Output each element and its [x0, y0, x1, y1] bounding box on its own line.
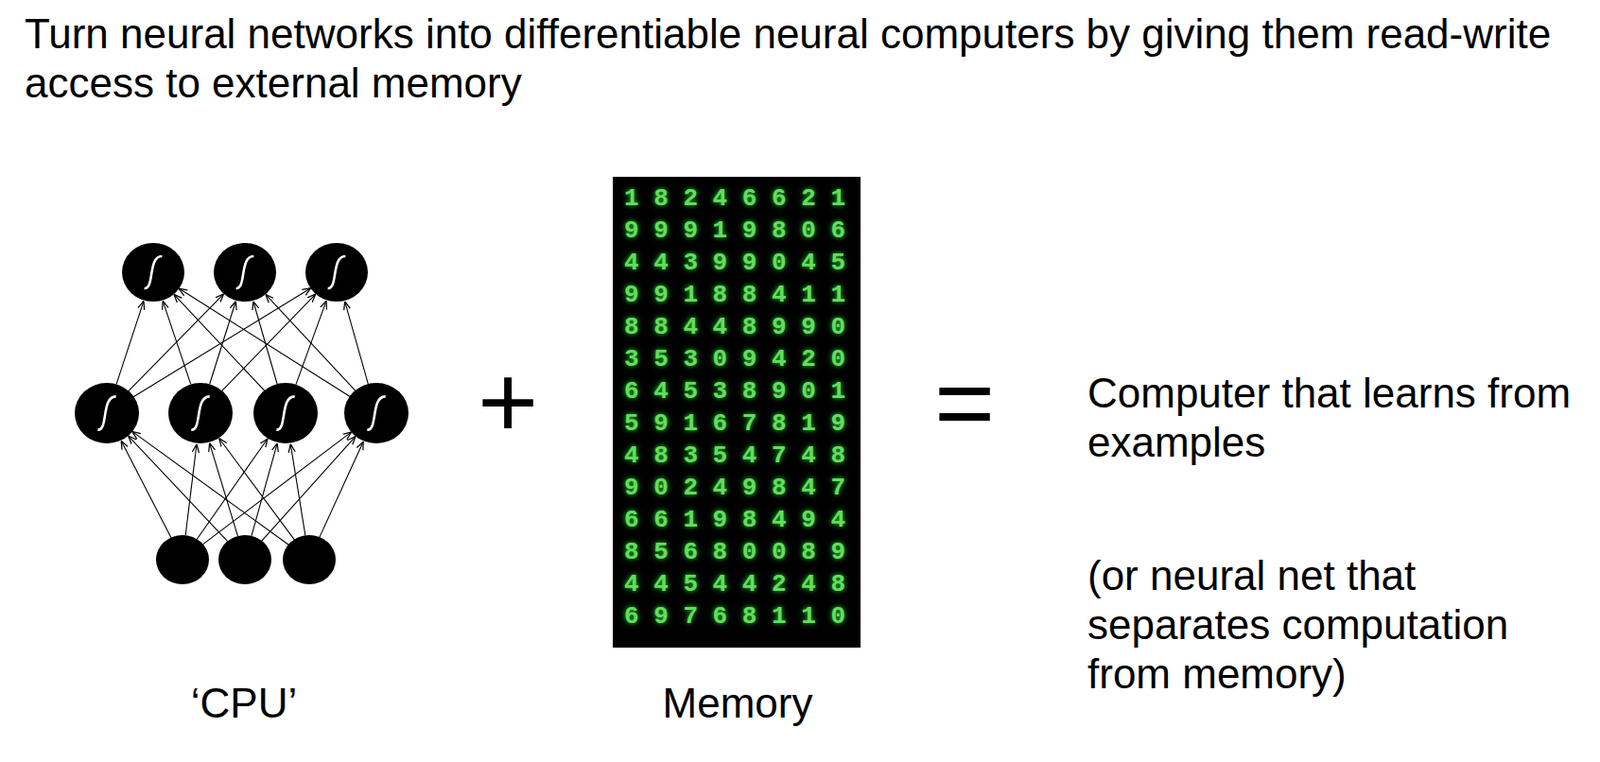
weight-arrow: [345, 301, 369, 384]
memory-cells: 9 9 9 1 9 8 0 6: [624, 214, 850, 247]
equals-sign: =: [934, 349, 995, 454]
weight-arrow: [221, 294, 316, 392]
weight-arrow: [178, 288, 351, 398]
neuron: [74, 382, 140, 444]
weight-arrow: [132, 288, 311, 399]
sigmoid-symbol: [144, 256, 163, 289]
weight-arrow: [173, 294, 265, 391]
weight-arrow: [219, 438, 296, 541]
weight-arrow: [209, 301, 237, 385]
weight-arrow: [128, 435, 229, 542]
weight-arrow: [127, 294, 224, 392]
weight-arrow: [116, 300, 144, 384]
weight-arrow: [202, 432, 352, 545]
memory-cells: 5 9 1 6 7 8 1 9: [624, 407, 850, 440]
memory-cells: 9 9 1 8 8 4 1 1: [624, 278, 850, 312]
note-text: (or neural net that separates computatio…: [1087, 551, 1580, 699]
memory-cells: 4 8 3 5 4 7 4 8: [624, 439, 850, 472]
neuron: [213, 243, 277, 302]
sigmoid-symbol: [328, 256, 347, 289]
memory-cells: 8 8 4 4 8 9 9 0: [624, 311, 850, 344]
memory-cells: 6 4 5 3 8 9 0 1: [624, 375, 850, 408]
memory-cells: 6 6 1 9 8 4 9 4: [624, 504, 850, 537]
neuron: [156, 535, 209, 585]
result-text: Computer that learns from examples: [1087, 368, 1580, 468]
neuron: [344, 382, 409, 444]
memory-cells: 3 5 3 0 9 4 2 0: [624, 343, 850, 376]
weight-arrow: [319, 441, 364, 538]
neuron: [282, 535, 336, 585]
component-label: ‘CPU’: [191, 678, 297, 729]
sigmoid-symbol: [366, 396, 385, 430]
plus-sign: +: [477, 349, 539, 454]
sigmoid-symbol: [236, 256, 255, 289]
neuron: [121, 243, 185, 302]
neuron: [253, 382, 318, 444]
sigmoid-symbol: [97, 396, 116, 430]
memory-cells: 8 5 6 8 0 0 8 9: [624, 536, 850, 569]
memory-cells: 4 4 5 4 4 2 4 8: [624, 568, 850, 601]
neuron: [168, 382, 233, 444]
neuron: [305, 243, 368, 302]
weight-arrow: [251, 443, 278, 537]
memory-cells: 6 9 7 6 8 1 1 0: [624, 600, 850, 633]
title: Turn neural networks into differentiable…: [24, 9, 1585, 108]
weight-arrow: [185, 444, 197, 536]
memory-cells: 9 0 2 4 9 8 4 7: [624, 471, 850, 505]
sigmoid-symbol: [191, 396, 209, 430]
memory-matrix: 1 8 2 4 6 6 2 19 9 9 1 9 8 0 64 4 3 9 9 …: [612, 176, 861, 648]
memory-cells: 1 8 2 4 6 6 2 1: [624, 182, 850, 215]
weight-arrow: [132, 431, 290, 545]
neuron: [218, 535, 272, 585]
component-label: Memory: [662, 678, 814, 729]
weight-arrow: [265, 294, 356, 391]
memory-cells: 4 4 3 9 9 0 4 5: [624, 246, 850, 279]
sigmoid-symbol: [276, 396, 295, 430]
weight-arrow: [162, 300, 192, 384]
weight-arrow: [290, 444, 306, 537]
